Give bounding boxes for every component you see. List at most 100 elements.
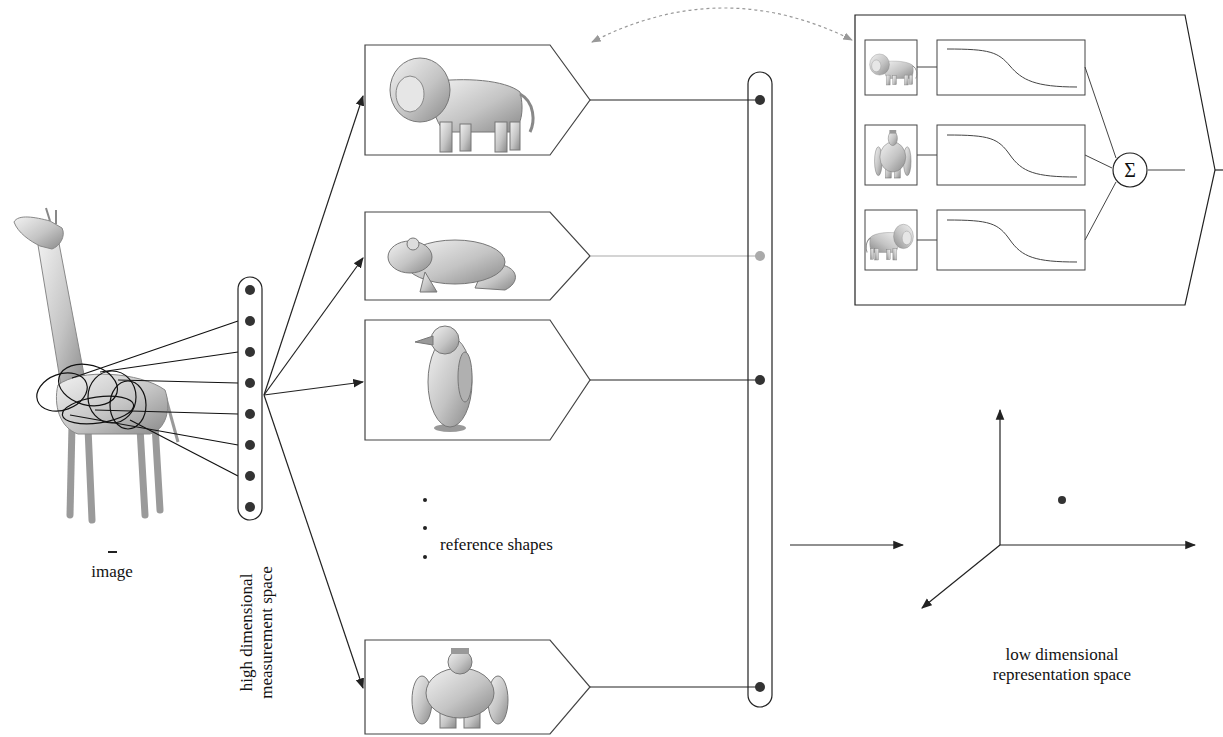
measurement-arrows xyxy=(264,96,363,688)
measurement-vector-part xyxy=(245,285,255,512)
giraffe-figure-part xyxy=(38,238,86,392)
measurement-vector-part-part xyxy=(245,347,255,357)
expanded-module-part-part xyxy=(1085,155,1112,168)
module-outputs xyxy=(590,100,760,687)
receptive-fields-part xyxy=(70,415,238,445)
expanded-module-part-part xyxy=(917,240,937,241)
ellipsis-dots-part xyxy=(423,526,427,530)
expanded-module-part-part xyxy=(917,155,937,156)
giraffe-figure-part-part xyxy=(140,428,145,515)
representation-vector-part xyxy=(755,251,765,261)
penguin-figure xyxy=(415,326,472,432)
image-tick xyxy=(108,551,117,553)
axes xyxy=(922,410,1195,608)
expanded-module-part-part xyxy=(937,210,1085,270)
expanded-module-part-part xyxy=(1085,182,1116,240)
expanded-module-part xyxy=(870,54,917,85)
lion-figure xyxy=(390,58,533,152)
sum-node: Σ xyxy=(1112,152,1148,188)
zoom-link xyxy=(592,8,852,42)
expanded-module-part-part xyxy=(947,135,1077,177)
representation-point xyxy=(1058,496,1066,504)
giraffe-figure-part-part xyxy=(88,428,92,520)
frog-figure-part xyxy=(420,272,437,292)
receptive-fields-part xyxy=(72,321,238,378)
expanded-module-part-part xyxy=(917,67,937,68)
measurement-vector-part-part xyxy=(245,285,255,295)
module-outputs-part xyxy=(590,686,760,687)
representation-vector-part xyxy=(748,72,772,707)
reference-modules-part xyxy=(365,320,590,440)
expanded-module-part xyxy=(1215,169,1223,170)
module-outputs-part xyxy=(590,99,760,100)
measurement-vector xyxy=(238,277,262,520)
representation-vector xyxy=(748,72,772,707)
space-label: low dimensional representation space xyxy=(972,645,1152,686)
measurement-vector-part-part xyxy=(245,378,255,388)
representation-vector-part xyxy=(755,375,765,385)
expanded-module-part xyxy=(866,224,913,260)
ellipsis-dots xyxy=(423,498,427,559)
measurement-vector-part-part xyxy=(245,502,255,512)
receptive-fields-part xyxy=(130,420,238,476)
axes-part xyxy=(1000,544,1195,545)
frog-figure xyxy=(388,238,515,292)
representation-vector-part xyxy=(755,682,765,692)
measurement-arrows-part xyxy=(264,258,363,395)
penguin-figure-part xyxy=(458,352,472,402)
expanded-module-part-part xyxy=(865,40,917,95)
penguin-figure-part xyxy=(431,326,459,354)
ellipsis-dots-part xyxy=(423,498,427,502)
receptive-fields-part xyxy=(100,352,238,372)
expanded-module-part xyxy=(865,40,1085,270)
reference-modules-part xyxy=(365,45,590,155)
module-outputs-part xyxy=(590,379,760,380)
expanded-module-part-part xyxy=(937,40,1085,95)
receptive-fields-part xyxy=(54,358,122,412)
measurement-vector-part-part xyxy=(245,316,255,326)
sum-circle xyxy=(1113,153,1147,187)
measurement-vector-part-part xyxy=(245,440,255,450)
giraffe-figure-part xyxy=(70,425,160,520)
receptive-fields-part xyxy=(118,380,238,383)
expanded-module-part-part xyxy=(865,125,917,185)
reference-modules-part xyxy=(365,640,590,734)
reference-label: reference shapes xyxy=(440,535,610,555)
expanded-module-part-part xyxy=(865,210,917,270)
giraffe-figure-part xyxy=(46,208,50,221)
giraffe-figure-part xyxy=(55,210,57,224)
measurement-arrows-part xyxy=(264,382,363,395)
receptive-fields xyxy=(31,321,238,476)
measurement-arrows-part xyxy=(264,395,363,688)
ellipsis-dots-part xyxy=(423,555,427,559)
axes-part xyxy=(922,545,1000,608)
expanded-module-part-part xyxy=(937,125,1085,185)
measurement-vector-part-part xyxy=(245,471,255,481)
representation-vector-part xyxy=(755,95,765,105)
measurement-arrows-part xyxy=(264,96,363,395)
image-label: image xyxy=(67,562,157,582)
reference-modules xyxy=(365,45,590,734)
receptive-fields-part xyxy=(95,410,238,414)
node-label: Σ xyxy=(1124,160,1136,180)
projection-arrow xyxy=(790,544,903,545)
frog-figure-part xyxy=(407,238,419,250)
node-text-holder: Σ xyxy=(1112,152,1148,188)
receptive-fields-part xyxy=(110,381,146,429)
ape-figure xyxy=(412,648,508,728)
module-outputs-part xyxy=(590,255,760,256)
reference-modules-part xyxy=(365,212,590,300)
penguin-figure-part xyxy=(415,336,433,345)
giraffe-figure-part-part xyxy=(70,425,72,515)
space-label: high dimensional measurement space xyxy=(237,557,278,707)
expanded-module-part-part xyxy=(947,49,1077,87)
giraffe-figure-part xyxy=(56,374,167,434)
axes-part xyxy=(999,410,1000,545)
giraffe-figure-part-part xyxy=(155,425,160,510)
measurement-vector-part xyxy=(238,277,262,520)
expanded-module-part xyxy=(875,130,911,178)
expanded-module-part xyxy=(917,49,1185,262)
